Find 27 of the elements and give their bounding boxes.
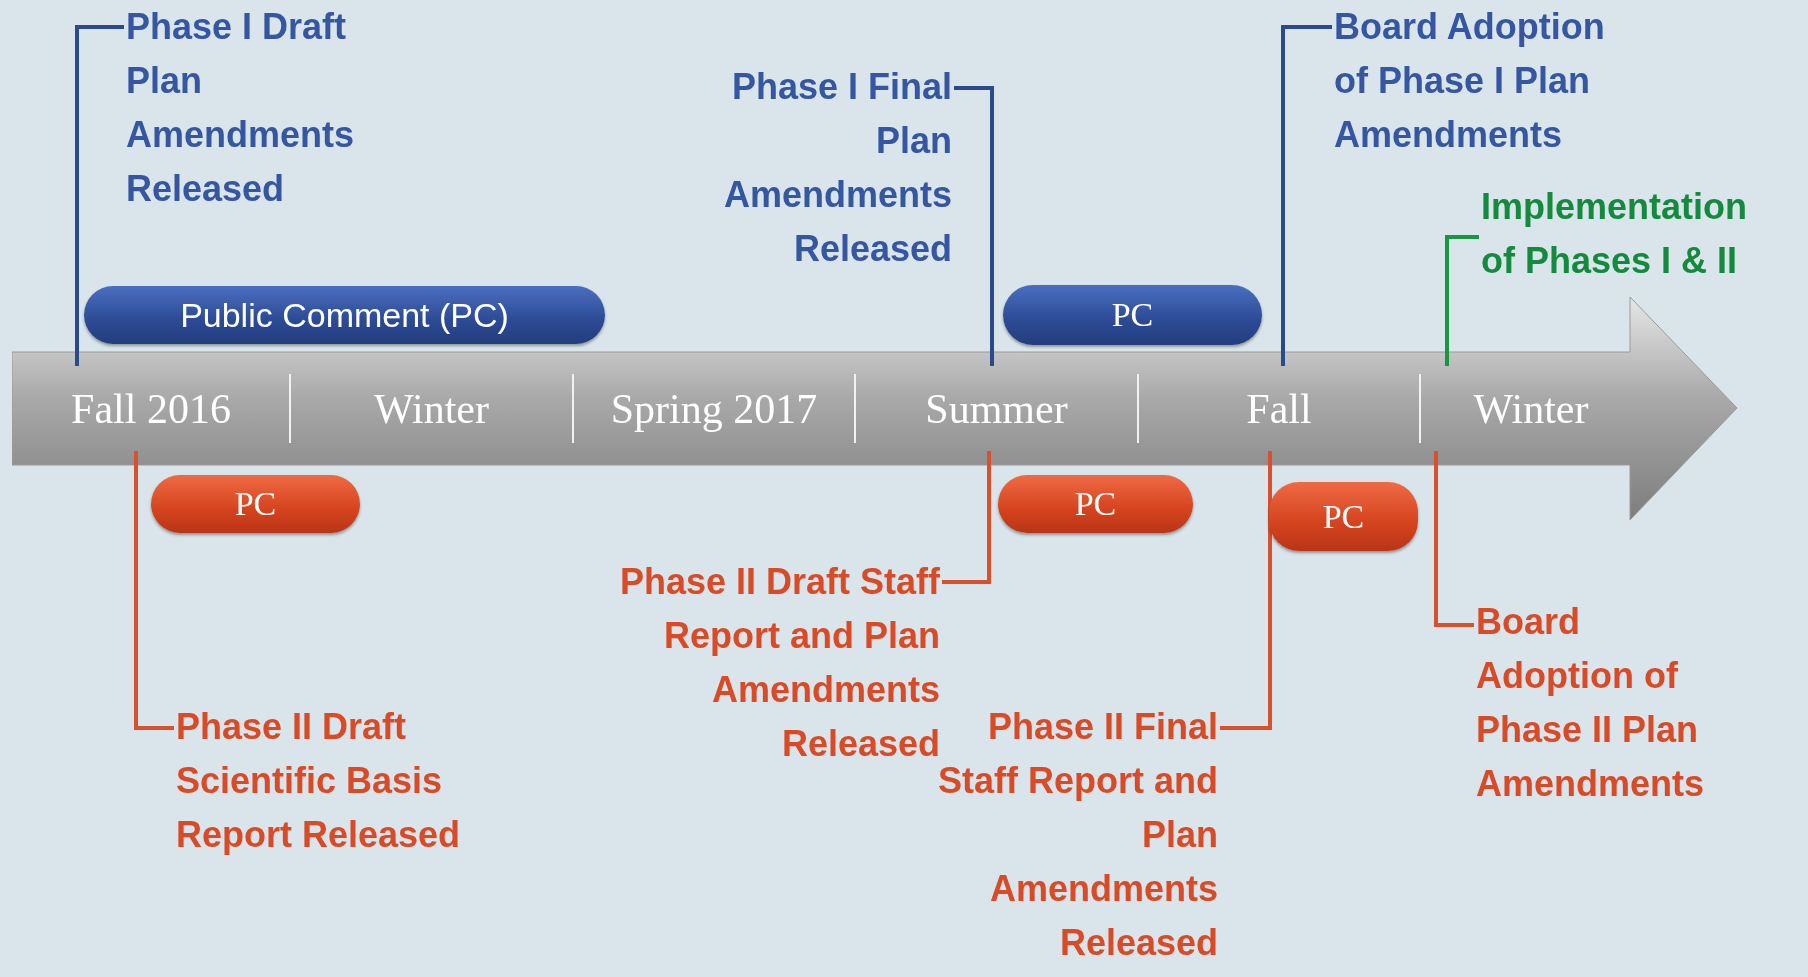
leader-line bbox=[75, 25, 124, 366]
public-comment-pill: PC bbox=[1003, 285, 1262, 345]
leader-line bbox=[954, 86, 994, 366]
public-comment-pill: PC bbox=[151, 475, 360, 533]
public-comment-pill: PC bbox=[998, 475, 1193, 533]
milestone-text: Phase I Final Plan Amendments Released bbox=[712, 60, 952, 280]
leader-line bbox=[942, 451, 991, 584]
milestone-text: Phase II Draft Staff Report and Plan Amendments Released bbox=[608, 555, 940, 775]
season-label: Summer bbox=[855, 352, 1138, 465]
season-label: Winter bbox=[290, 352, 573, 465]
season-label: Winter bbox=[1420, 352, 1642, 465]
milestone-text: Board Adoption of Phase II Plan Amendments bbox=[1476, 595, 1716, 870]
season-label: Fall bbox=[1138, 352, 1420, 465]
milestone-text: Phase II Final Staff Report and Plan Amendments Released bbox=[938, 700, 1218, 972]
season-label: Fall 2016 bbox=[12, 352, 290, 465]
public-comment-pill: PC bbox=[1269, 482, 1418, 551]
leader-line bbox=[134, 451, 174, 730]
public-comment-pill: Public Comment (PC) bbox=[84, 286, 605, 344]
milestone-text: Phase II Draft Scientific Basis Report Released bbox=[176, 700, 476, 865]
milestone-text: Implementation of Phases I & II bbox=[1481, 180, 1771, 292]
leader-line bbox=[1445, 235, 1479, 366]
milestone-text: Board Adoption of Phase I Plan Amendments bbox=[1334, 0, 1609, 165]
leader-line bbox=[1281, 25, 1332, 366]
leader-line bbox=[1434, 451, 1474, 627]
milestone-text: Phase I Draft Plan Amendments Released bbox=[126, 0, 351, 220]
leader-line bbox=[1220, 451, 1272, 730]
season-label: Spring 2017 bbox=[573, 352, 855, 465]
